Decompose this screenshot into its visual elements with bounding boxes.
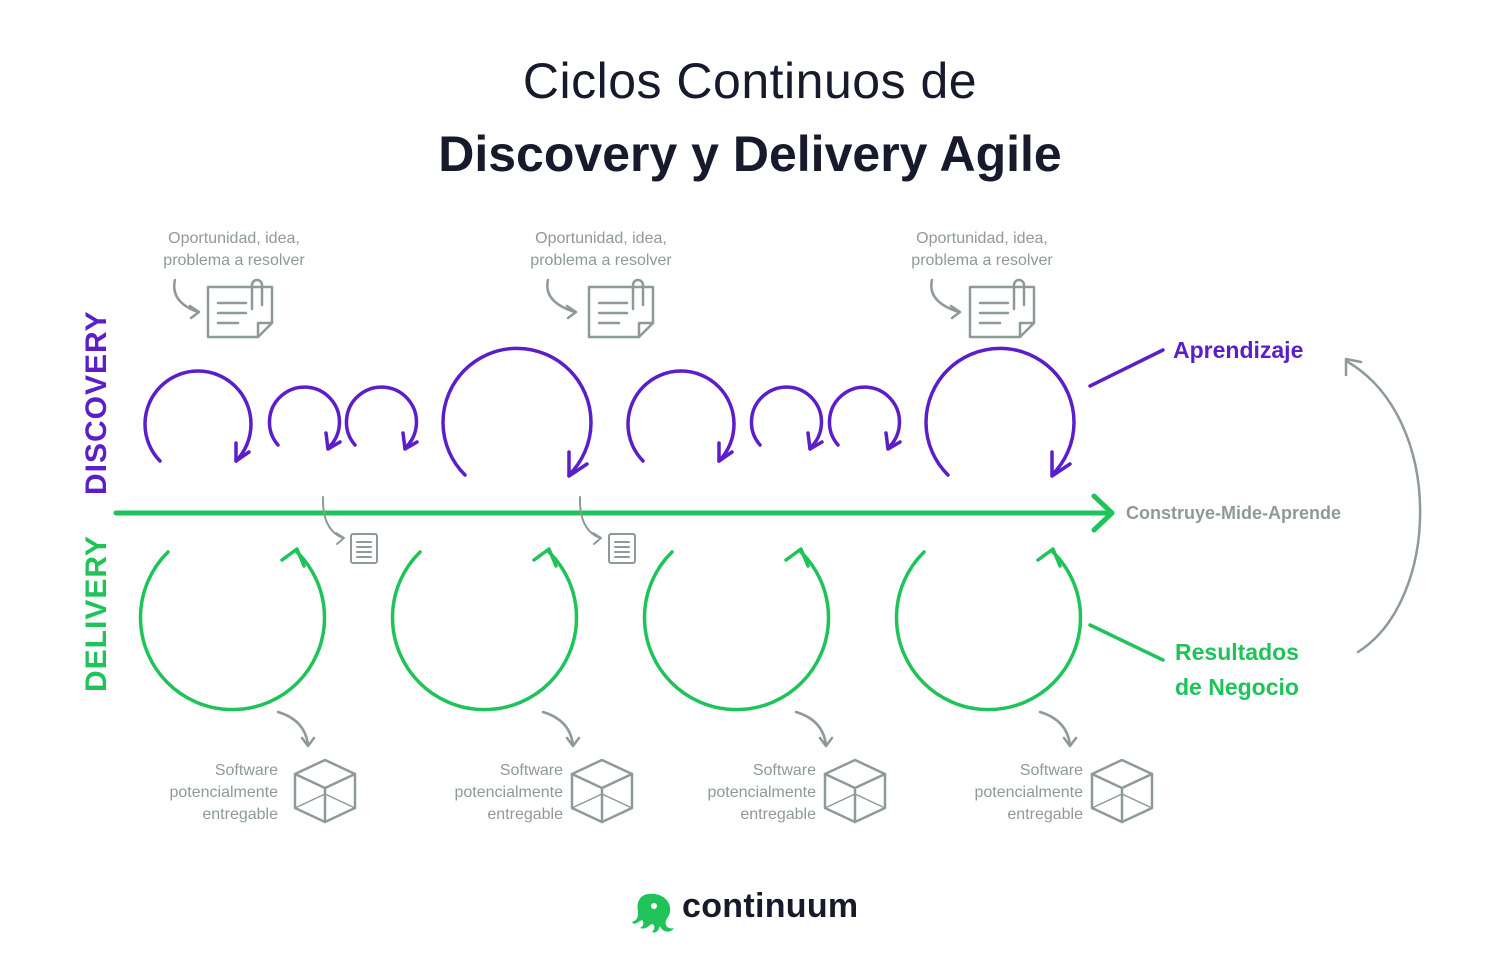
delivery-loop: [138, 547, 327, 712]
software-label-line: potencialmente: [454, 784, 563, 801]
curved-pointer: [276, 710, 316, 748]
curved-pointer: [1038, 710, 1078, 748]
opportunity-label-line: Oportunidad, idea,: [535, 230, 667, 247]
brand-name: continuum: [682, 887, 859, 925]
discovery-loop: [344, 385, 419, 451]
build-measure-learn-label: Construye-Mide-Aprende: [1126, 503, 1342, 523]
discovery-loop: [267, 385, 342, 451]
cube-icon: [570, 758, 634, 824]
curved-pointer: [794, 710, 834, 748]
handoff-pointer: [321, 496, 345, 545]
delivery-loop: [390, 547, 579, 712]
discovery-loop: [827, 385, 902, 451]
delivery-loop: [894, 547, 1083, 712]
discovery-loop: [143, 369, 253, 463]
curved-pointer: [546, 278, 578, 320]
opportunity-label-2: Oportunidad, idea, problema a resolver: [501, 228, 701, 272]
document-icon: [350, 533, 378, 564]
opportunity-label-line: problema a resolver: [911, 252, 1053, 269]
cube-icon: [293, 758, 357, 824]
curved-pointer: [173, 278, 201, 320]
timeline-axis: [113, 493, 1115, 533]
software-label-line: Software: [1019, 762, 1083, 779]
octopus-logo-icon: [632, 893, 674, 933]
opportunity-label-line: Oportunidad, idea,: [168, 230, 300, 247]
learning-label: Aprendizaje: [1173, 337, 1304, 363]
software-label-line: entregable: [740, 806, 816, 823]
software-label-line: Software: [214, 762, 278, 779]
curved-pointer: [541, 710, 581, 748]
software-label-line: entregable: [487, 806, 563, 823]
document-with-clip-icon: [587, 278, 655, 339]
software-label-line: entregable: [202, 806, 278, 823]
discovery-loop: [626, 369, 736, 463]
software-label-3: Software potencialmente entregable: [666, 760, 816, 826]
software-label-4: Software potencialmente entregable: [933, 760, 1083, 826]
results-leader-line: [1088, 623, 1165, 662]
document-with-clip-icon: [968, 278, 1036, 339]
business-results-line: de Negocio: [1175, 674, 1299, 700]
feedback-arrow: [1344, 357, 1422, 654]
curved-pointer: [930, 278, 962, 320]
software-label-line: potencialmente: [974, 784, 1083, 801]
opportunity-label-line: problema a resolver: [163, 252, 305, 269]
opportunity-label-1: Oportunidad, idea, problema a resolver: [134, 228, 334, 272]
handoff-pointer: [578, 496, 602, 545]
discovery-loop: [749, 385, 824, 451]
cube-icon: [823, 758, 887, 824]
business-results-line: Resultados: [1175, 639, 1299, 665]
discovery-loop: [924, 346, 1076, 478]
software-label-line: Software: [499, 762, 563, 779]
software-label-line: potencialmente: [169, 784, 278, 801]
cube-icon: [1090, 758, 1154, 824]
software-label-line: potencialmente: [707, 784, 816, 801]
software-label-line: Software: [752, 762, 816, 779]
software-label-line: entregable: [1007, 806, 1083, 823]
delivery-loop: [642, 547, 831, 712]
learning-leader-line: [1088, 348, 1165, 388]
document-with-clip-icon: [206, 278, 274, 339]
opportunity-label-3: Oportunidad, idea, problema a resolver: [882, 228, 1082, 272]
software-label-2: Software potencialmente entregable: [413, 760, 563, 826]
opportunity-label-line: problema a resolver: [530, 252, 672, 269]
document-icon: [608, 533, 636, 564]
opportunity-label-line: Oportunidad, idea,: [916, 230, 1048, 247]
title-line-1: Ciclos Continuos de: [522, 53, 978, 109]
discovery-loop: [441, 346, 593, 478]
software-label-1: Software potencialmente entregable: [128, 760, 278, 826]
title-line-2: Discovery y Delivery Agile: [438, 126, 1062, 182]
business-results-label: Resultados de Negocio: [1175, 635, 1375, 705]
